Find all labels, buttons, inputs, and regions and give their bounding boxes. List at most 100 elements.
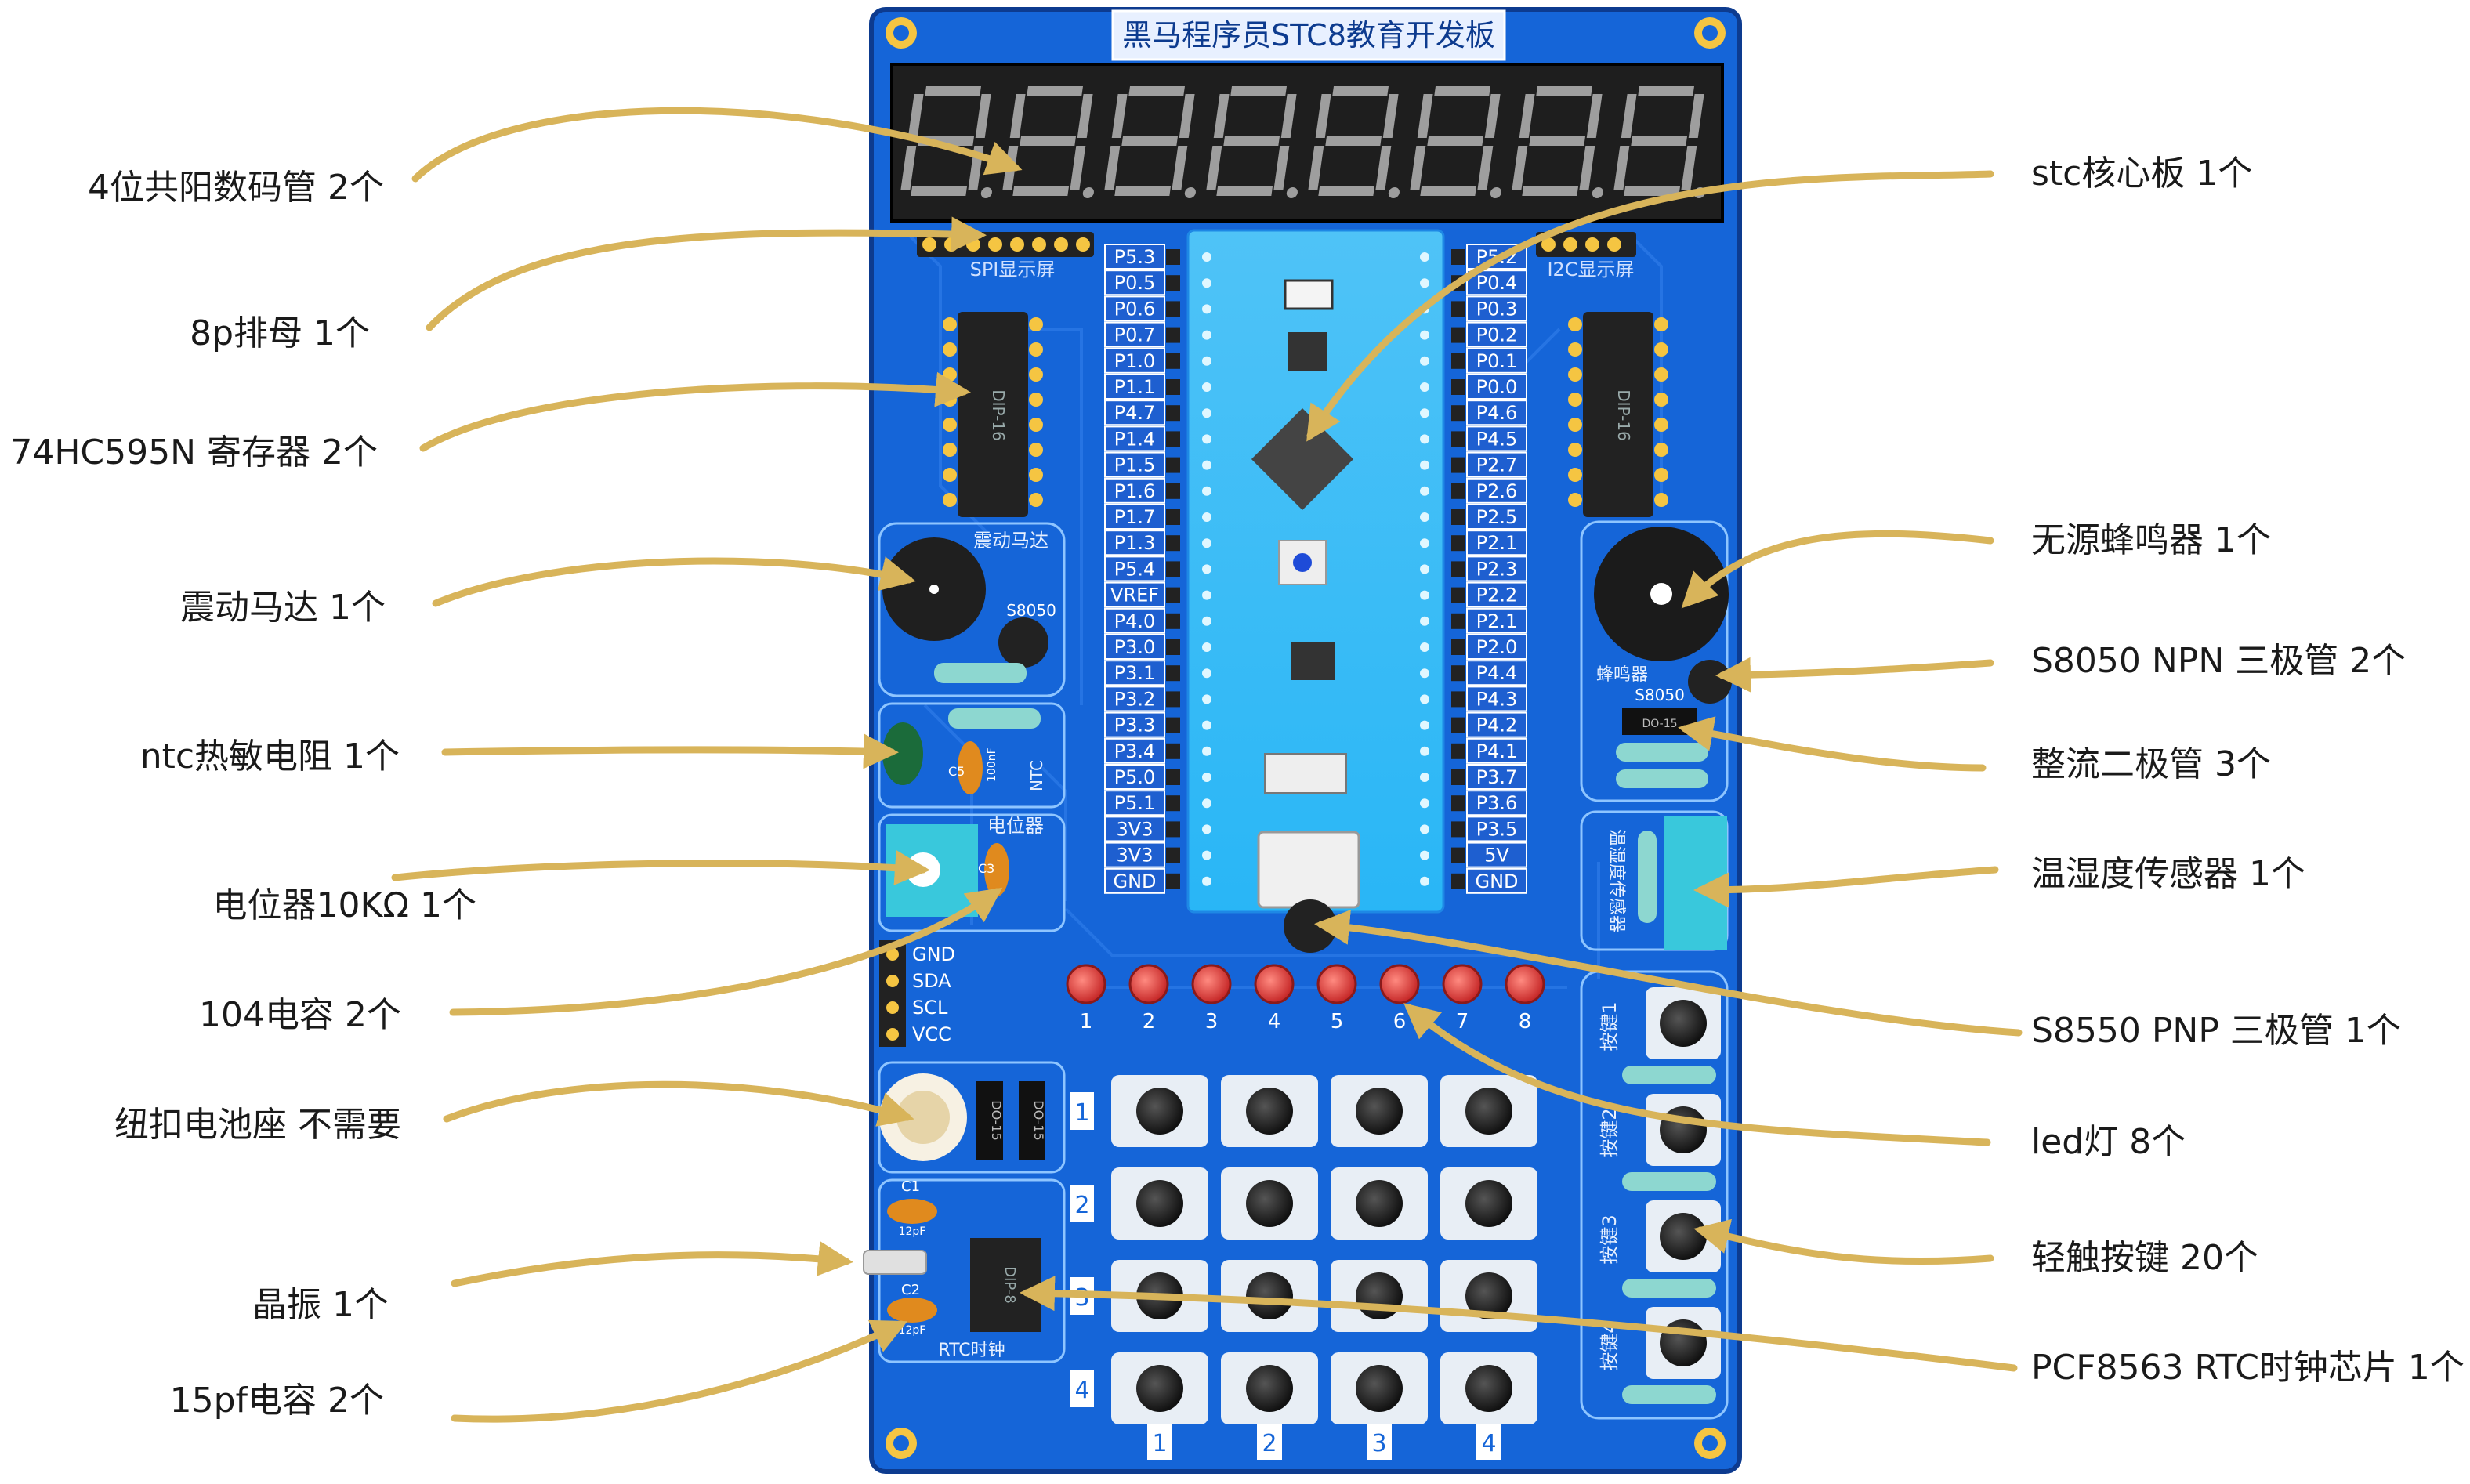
right-pin-label: P0.0 [1476, 376, 1518, 398]
pin-label-box [1104, 867, 1165, 894]
core-pin [1202, 876, 1211, 886]
core-pin [1420, 512, 1429, 522]
i2c-pin-label: SCL [912, 997, 948, 1019]
rtc-cap-c1-label: C1 [901, 1178, 920, 1195]
rtc-diode-1-label: DO-15 [989, 1100, 1004, 1141]
callout-arrow-s8050 [1715, 657, 1994, 693]
left-pin-label: P1.4 [1114, 428, 1156, 450]
header-pin [944, 237, 958, 252]
led-number: 4 [1268, 1010, 1281, 1033]
seven-segment-digit [1613, 86, 1705, 198]
pin-socket [1451, 743, 1465, 759]
callout-pcf8563: PCF8563 RTC时钟芯片 1个 [2031, 1348, 2465, 1388]
independent-key-label: 按键4 [1599, 1321, 1621, 1370]
led-number: 8 [1519, 1010, 1532, 1033]
left-pin-label: P0.7 [1114, 324, 1156, 346]
key-resistor [1622, 1279, 1716, 1298]
right-pin-label: P2.6 [1476, 480, 1518, 502]
i2c-header-pins [1541, 237, 1621, 252]
callout-coin-cell: 纽扣电池座 不需要 [114, 1105, 401, 1145]
dip16-left-label: DIP-16 [989, 389, 1008, 441]
pin-label-box [1104, 764, 1165, 790]
pin-socket [1166, 821, 1180, 838]
callout-rectifier-diode: 整流二极管 3个 [2031, 744, 2271, 784]
core-pin [1202, 460, 1211, 470]
led [1128, 964, 1169, 1004]
pin-socket [1166, 587, 1180, 603]
dip-pin [1568, 317, 1582, 331]
core-pin [1420, 773, 1429, 782]
dip-pin [1029, 317, 1043, 331]
callout-stc-core: stc核心板 1个 [2031, 154, 2253, 194]
header-pin [988, 237, 1002, 252]
matrix-col-label-box [1257, 1424, 1282, 1460]
right-pin-label: P4.1 [1476, 740, 1518, 762]
header-pin [1585, 237, 1599, 252]
pin-socket [1451, 431, 1465, 447]
motor-transistor [998, 617, 1048, 668]
key-resistor [1622, 1172, 1716, 1191]
ntc-capacitor [958, 741, 983, 794]
pin-label-box [1104, 816, 1165, 842]
pin-label-box [1466, 581, 1527, 608]
core-pin [1420, 746, 1429, 756]
pin-label-box [1104, 660, 1165, 686]
led [1442, 964, 1483, 1004]
core-pin [1202, 278, 1211, 288]
independent-key-label: 按键1 [1599, 1001, 1621, 1051]
rtc-diode-2 [1019, 1081, 1045, 1160]
header-pin [886, 948, 899, 961]
left-pin-label: P1.7 [1114, 506, 1156, 528]
left-pin-label: P1.1 [1114, 376, 1156, 398]
rtc-label: RTC时钟 [938, 1341, 1005, 1360]
core-pin [1202, 408, 1211, 418]
dip-pin [1654, 317, 1668, 331]
buzzer-resistor-2 [1616, 769, 1708, 788]
led-number: 7 [1456, 1010, 1469, 1033]
core-reset-button-cap [1293, 553, 1312, 572]
pin-label-box [1104, 321, 1165, 348]
header-pin [1010, 237, 1024, 252]
dip-pin [1029, 367, 1043, 382]
pin-label-box [1104, 581, 1165, 608]
seven-segment-digit [1206, 86, 1298, 198]
led-number: 6 [1393, 1010, 1407, 1033]
pin-label-box [1466, 530, 1527, 556]
pin-socket [1451, 639, 1465, 655]
matrix-row-label-box [1070, 1092, 1094, 1130]
callout-arrow-rectifier-diode [1678, 716, 1987, 772]
pin-label-box [1104, 504, 1165, 530]
core-pin [1420, 278, 1429, 288]
pin-socket [1166, 249, 1180, 265]
dip-pin [1568, 342, 1582, 357]
core-pin [1202, 330, 1211, 340]
shift-register-right: DIP-16 [1583, 312, 1653, 517]
core-pin [1202, 720, 1211, 730]
independent-key [1660, 1213, 1707, 1260]
left-pin-label: P3.0 [1114, 636, 1156, 658]
shift-register-left: DIP-16 [958, 312, 1028, 517]
dip-pin [1029, 342, 1043, 357]
led-number: 5 [1331, 1010, 1344, 1033]
led [1379, 964, 1420, 1004]
header-pin [1032, 237, 1046, 252]
pin-socket [1166, 743, 1180, 759]
seven-segment-digit [1308, 86, 1400, 198]
buzzer-transistor [1688, 660, 1732, 704]
core-ic-small [1288, 332, 1327, 371]
left-pin-label: P3.4 [1114, 740, 1156, 762]
callout-arrow-led [1403, 1003, 1991, 1146]
callout-arrow-seven-segment [411, 107, 1023, 183]
i2c-label: I2C显示屏 [1547, 259, 1634, 281]
dip-pin [943, 317, 957, 331]
dip-pin [1029, 418, 1043, 432]
header-pin [886, 1028, 899, 1041]
dip-pin [943, 443, 957, 457]
core-pin [1420, 434, 1429, 444]
callout-led: led灯 8个 [2031, 1122, 2186, 1162]
pin-label-box [1104, 556, 1165, 582]
pin-label-box [1466, 660, 1527, 686]
pin-label-box [1104, 607, 1165, 634]
core-pin [1420, 720, 1429, 730]
crystal [863, 1250, 927, 1275]
